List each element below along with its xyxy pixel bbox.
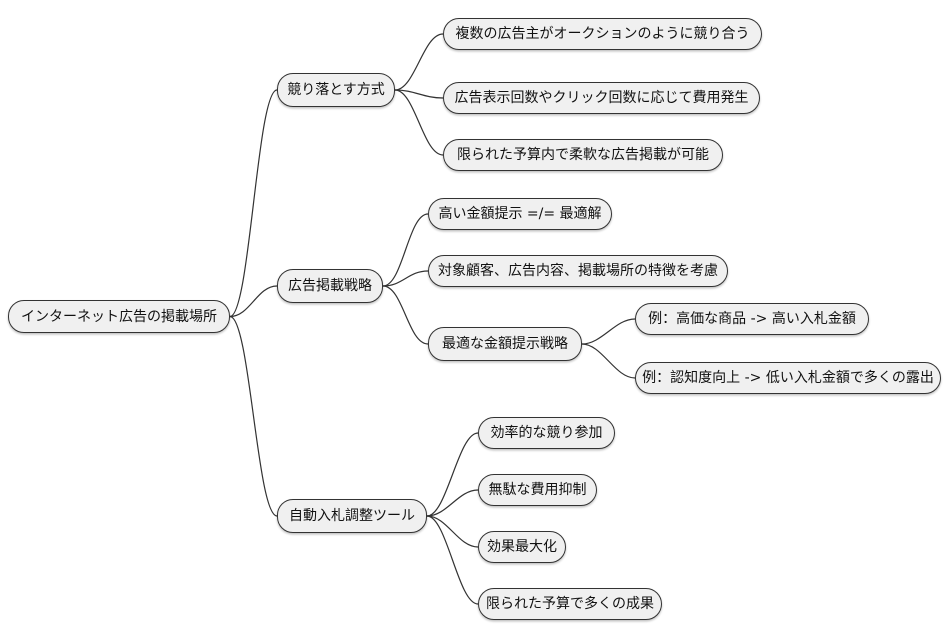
mindmap-node-auction-2: 広告表示回数やクリック回数に応じて費用発生: [443, 82, 760, 114]
mindmap-node-tool-2: 無駄な費用抑制: [478, 474, 597, 506]
mindmap-node-strategy-3: 最適な金額提示戦略: [428, 327, 582, 361]
mindmap-node-strategy-3-2: 例：認知度向上 -> 低い入札金額で多くの露出: [635, 362, 941, 394]
edge-auction-to-auction-1: [394, 33, 444, 91]
edge-tool-to-tool-2: [426, 489, 479, 517]
edge-tool-to-tool-1: [426, 432, 479, 517]
mindmap-node-strategy-2: 対象顧客、広告内容、掲載場所の特徴を考慮: [428, 255, 728, 287]
edge-root-to-tool: [229, 315, 278, 517]
mindmap-node-root: インターネット広告の掲載場所: [8, 300, 230, 333]
mindmap-node-strategy-3-1: 例：高価な商品 -> 高い入札金額: [635, 303, 869, 335]
edge-strategy-to-strategy-2: [382, 270, 429, 287]
mindmap-node-tool-4: 限られた予算で多くの成果: [478, 588, 662, 620]
edge-strategy-3-to-strategy-3-1: [581, 318, 636, 345]
edge-root-to-strategy: [229, 285, 278, 318]
edge-tool-to-tool-4: [426, 515, 479, 605]
edge-strategy-to-strategy-1: [382, 213, 429, 287]
mindmap-node-tool-1: 効率的な競り参加: [478, 417, 615, 449]
mindmap-node-auction-3: 限られた予算内で柔軟な広告掲載が可能: [443, 139, 723, 171]
edge-auction-to-auction-2: [394, 89, 444, 99]
edge-auction-to-auction-3: [394, 89, 444, 156]
edge-root-to-auction: [229, 89, 278, 318]
mindmap-node-tool: 自動入札調整ツール: [277, 499, 427, 533]
mindmap-node-auction-1: 複数の広告主がオークションのように競り合う: [443, 18, 762, 50]
mindmap-node-strategy: 広告掲載戦略: [277, 269, 383, 303]
edge-strategy-to-strategy-3: [382, 285, 429, 345]
mindmap-node-auction: 競り落とす方式: [277, 73, 395, 107]
mindmap-node-strategy-1: 高い金額提示 =/= 最適解: [428, 198, 612, 230]
mindmap-node-tool-3: 効果最大化: [478, 531, 566, 563]
edge-strategy-3-to-strategy-3-2: [581, 343, 636, 379]
edge-tool-to-tool-3: [426, 515, 479, 548]
